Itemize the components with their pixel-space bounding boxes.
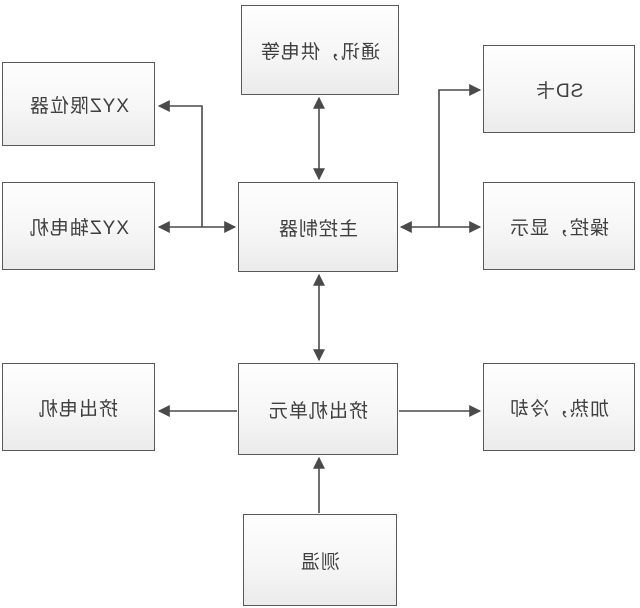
node-extrude-motor: 挤出电机 (2, 363, 155, 451)
node-temperature-sensing: 测温 (243, 514, 397, 606)
edge-main-controller-xyz-limit (157, 100, 203, 227)
node-extruder-unit: 挤出机单元 (238, 363, 398, 455)
node-comm-power: 通讯，供电等 (241, 5, 399, 95)
node-heating-cooling: 加热，冷却 (483, 363, 635, 451)
node-xyz-axis-motor-label: XYZ轴电机 (28, 217, 129, 239)
node-sd-card: SD卡 (483, 45, 635, 133)
node-control-display: 操控，显示 (483, 182, 635, 270)
node-xyz-limit-switch-label: XYZ限位器 (28, 95, 129, 117)
node-sd-card-label: SD卡 (534, 80, 584, 102)
node-xyz-axis-motor: XYZ轴电机 (2, 182, 155, 270)
node-main-controller: 主控制器 (238, 182, 398, 272)
node-extruder-unit-label: 挤出机单元 (267, 400, 368, 422)
node-xyz-limit-switch: XYZ限位器 (2, 62, 155, 146)
node-main-controller-label: 主控制器 (277, 218, 358, 240)
node-temperature-sensing-label: 测温 (299, 551, 340, 573)
node-extrude-motor-label: 挤出电机 (38, 398, 119, 420)
edge-main-controller-sd-card (438, 84, 482, 227)
node-heating-cooling-label: 加热，冷却 (508, 398, 609, 420)
node-comm-power-label: 通讯，供电等 (259, 41, 380, 63)
node-control-display-label: 操控，显示 (508, 217, 609, 239)
